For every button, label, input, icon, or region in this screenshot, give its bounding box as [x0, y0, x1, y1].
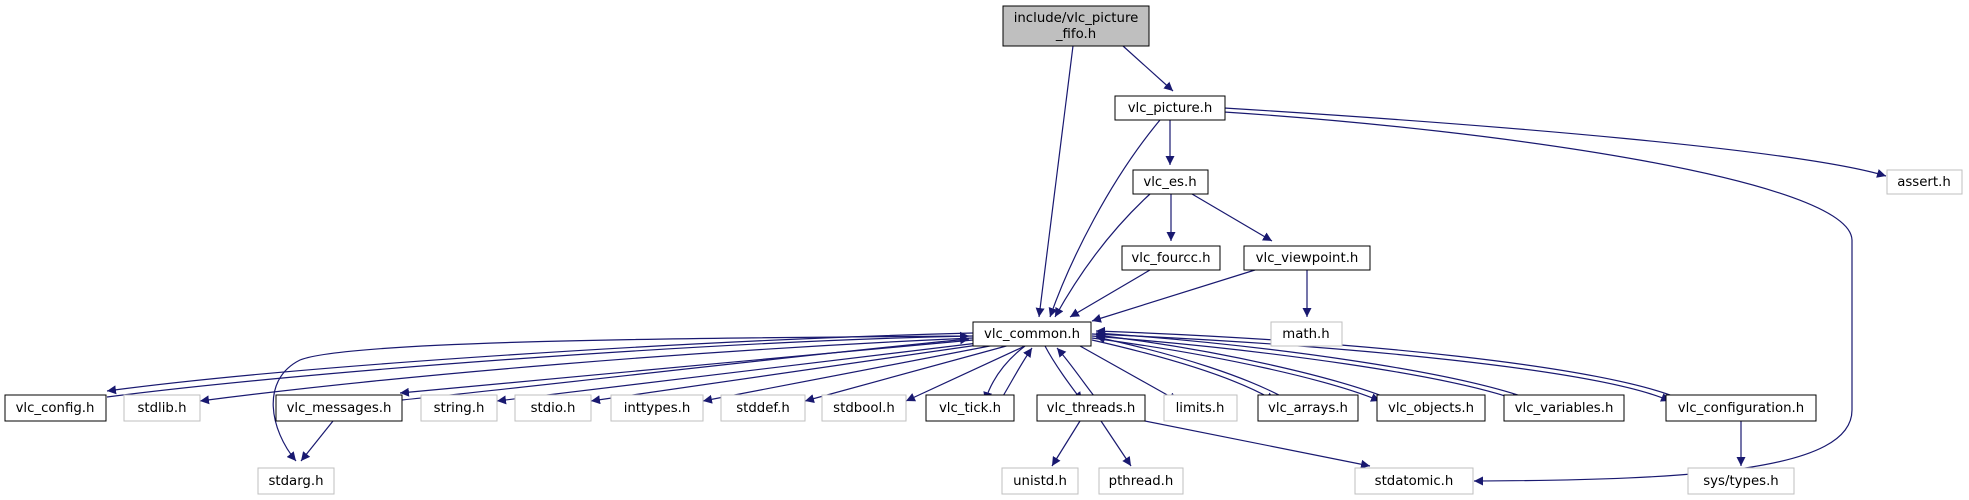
edge-root-vlc-common [1035, 45, 1074, 318]
nodes: include/vlc_picture _fifo.h vlc_picture.… [4, 5, 1963, 495]
node-string-label: string.h [434, 401, 485, 416]
node-vlc-configuration[interactable]: vlc_configuration.h [1665, 394, 1817, 422]
edge-vlc-viewpoint-vlc-common [1091, 269, 1256, 323]
node-math[interactable]: math.h [1270, 321, 1343, 347]
node-vlc-arrays[interactable]: vlc_arrays.h [1257, 394, 1359, 422]
edge-vlc-configuration-vlc-common [1095, 326, 1686, 402]
edge-vlc-threads-stdatomic [1139, 419, 1371, 469]
node-vlc-es[interactable]: vlc_es.h [1132, 169, 1209, 195]
node-vlc-objects-label: vlc_objects.h [1388, 401, 1474, 416]
edge-vlc-common-stdarg [272, 335, 974, 462]
node-vlc-variables-label: vlc_variables.h [1515, 401, 1614, 416]
edge-vlc-messages-vlc-common [401, 335, 970, 401]
node-stdatomic[interactable]: stdatomic.h [1354, 467, 1474, 495]
edge-vlc-fourcc-vlc-common [1069, 269, 1151, 318]
edges [106, 45, 1887, 486]
edge-vlc-variables-vlc-common [1095, 329, 1536, 402]
node-vlc-messages[interactable]: vlc_messages.h [275, 394, 403, 422]
edge-vlc-common-vlc-objects [1091, 337, 1381, 402]
node-limits[interactable]: limits.h [1163, 394, 1238, 422]
edge-vlc-common-inttypes [702, 344, 996, 404]
node-assert-label: assert.h [1897, 175, 1951, 190]
edge-vlc-common-vlc-arrays [1091, 339, 1276, 402]
node-stdio[interactable]: stdio.h [514, 394, 592, 422]
node-vlc-fourcc[interactable]: vlc_fourcc.h [1121, 245, 1221, 271]
node-stdarg[interactable]: stdarg.h [257, 467, 335, 495]
edge-vlc-common-stddef [804, 344, 1011, 403]
edge-root-vlc-picture [1122, 45, 1174, 92]
node-vlc-config[interactable]: vlc_config.h [4, 394, 107, 422]
node-vlc-arrays-label: vlc_arrays.h [1268, 401, 1348, 416]
node-string[interactable]: string.h [420, 394, 498, 422]
edge-vlc-common-stdlib [199, 337, 974, 405]
node-vlc-tick[interactable]: vlc_tick.h [925, 394, 1015, 422]
edge-vlc-arrays-vlc-common [1095, 334, 1291, 402]
node-root-label-line2: _fifo.h [1055, 27, 1096, 42]
node-inttypes[interactable]: inttypes.h [610, 394, 704, 422]
edge-vlc-messages-stdarg [300, 420, 334, 462]
edge-vlc-picture-vlc-common [1048, 119, 1161, 318]
edge-vlc-picture-assert [1223, 107, 1887, 178]
node-vlc-viewpoint[interactable]: vlc_viewpoint.h [1243, 245, 1371, 271]
node-stddef[interactable]: stddef.h [720, 394, 806, 422]
edge-vlc-threads-unistd [1051, 420, 1081, 467]
edge-vlc-threads-pthread [1100, 420, 1132, 467]
edge-vlc-config-vlc-common [106, 331, 970, 398]
node-vlc-objects[interactable]: vlc_objects.h [1376, 394, 1486, 422]
node-vlc-picture[interactable]: vlc_picture.h [1114, 95, 1226, 121]
node-stdatomic-label: stdatomic.h [1375, 474, 1454, 489]
node-pthread[interactable]: pthread.h [1098, 467, 1184, 495]
node-inttypes-label: inttypes.h [624, 401, 691, 416]
node-vlc-common-label: vlc_common.h [984, 327, 1080, 342]
node-limits-label: limits.h [1176, 401, 1225, 416]
node-vlc-threads[interactable]: vlc_threads.h [1036, 394, 1146, 422]
node-unistd[interactable]: unistd.h [1001, 467, 1079, 495]
edge-vlc-common-limits [1079, 345, 1179, 402]
node-stdlib[interactable]: stdlib.h [123, 394, 201, 422]
node-vlc-threads-label: vlc_threads.h [1047, 401, 1136, 416]
node-vlc-variables[interactable]: vlc_variables.h [1503, 394, 1625, 422]
node-math-label: math.h [1282, 327, 1329, 342]
node-pthread-label: pthread.h [1109, 474, 1174, 489]
node-sys-types-label: sys/types.h [1703, 474, 1779, 489]
node-stdbool[interactable]: stdbool.h [821, 394, 907, 422]
edge-vlc-common-vlc-configuration [1091, 333, 1671, 402]
node-assert[interactable]: assert.h [1886, 169, 1963, 195]
node-vlc-configuration-label: vlc_configuration.h [1678, 401, 1804, 416]
node-stdio-label: stdio.h [531, 401, 576, 416]
node-vlc-es-label: vlc_es.h [1143, 175, 1196, 190]
node-vlc-tick-label: vlc_tick.h [939, 401, 1001, 416]
node-unistd-label: unistd.h [1013, 474, 1067, 489]
node-vlc-messages-label: vlc_messages.h [287, 401, 392, 416]
node-stdlib-label: stdlib.h [137, 401, 186, 416]
edge-vlc-common-vlc-variables [1091, 335, 1521, 403]
edge-vlc-es-vlc-viewpoint [1191, 193, 1273, 242]
edge-vlc-common-stdio [590, 343, 986, 405]
node-root-label-line1: include/vlc_picture [1014, 11, 1139, 26]
node-vlc-picture-label: vlc_picture.h [1128, 101, 1213, 116]
edge-vlc-common-string [496, 342, 979, 405]
edge-vlc-common-stdbool [905, 345, 1026, 402]
edge-vlc-picture-stdatomic [1223, 111, 1853, 486]
edge-vlc-common-vlc-threads [1044, 345, 1083, 402]
node-stdbool-label: stdbool.h [833, 401, 895, 416]
node-vlc-common[interactable]: vlc_common.h [972, 321, 1092, 347]
edge-vlc-objects-vlc-common [1095, 331, 1396, 402]
node-root[interactable]: include/vlc_picture _fifo.h [1002, 5, 1150, 47]
node-vlc-fourcc-label: vlc_fourcc.h [1131, 251, 1210, 266]
node-sys-types[interactable]: sys/types.h [1687, 467, 1795, 495]
node-vlc-viewpoint-label: vlc_viewpoint.h [1256, 251, 1359, 266]
node-vlc-config-label: vlc_config.h [16, 401, 95, 416]
edge-vlc-es-vlc-common [1054, 193, 1151, 318]
node-stdarg-label: stdarg.h [268, 474, 323, 489]
node-stddef-label: stddef.h [736, 401, 790, 416]
